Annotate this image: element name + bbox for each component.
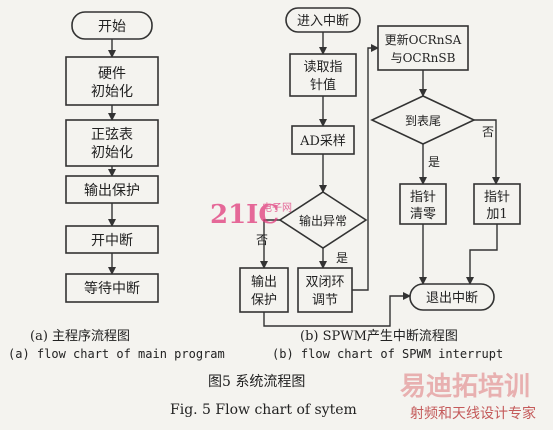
arrow-protect-exit [263, 292, 411, 327]
arrow [466, 224, 498, 285]
node-clear-line1: 指针 [410, 190, 436, 205]
main-program-flow: 开始 硬件 初始化 正弦表 初始化 输出保护 开中断 等待中断 [65, 11, 159, 303]
node-clear-line2: 清零 [410, 207, 436, 222]
node-exit-interrupt [409, 283, 495, 311]
node-hardware-init-line2: 初始化 [91, 83, 133, 100]
watermark-edt-text: 易迪拓培训 [400, 372, 530, 402]
node-sine-line2: 初始化 [91, 144, 133, 161]
label-yes: 是 [336, 251, 348, 265]
node-wait-interrupt-label: 等待中断 [84, 280, 140, 297]
watermark-21ic-text: 21IC [210, 200, 279, 230]
node-closed-loop-line2: 调节 [312, 293, 338, 308]
node-hardware-init-line1: 硬件 [98, 66, 126, 82]
node-start-label: 开始 [98, 19, 126, 35]
label-yes2: 是 [428, 155, 440, 169]
node-update-ocr [377, 25, 469, 71]
arrow-no [260, 219, 280, 269]
caption-b-cn: (b) SPWM产生中断流程图 [300, 329, 458, 344]
node-hardware-init [65, 56, 159, 106]
node-protect-line2: 保护 [251, 293, 277, 308]
node-ad-sampling-label: AD采样 [299, 134, 346, 149]
caption-a-en: (a) flow chart of main program [8, 347, 225, 361]
spwm-interrupt-flow: 进入中断 读取指 针值 AD采样 输出异常 否 是 输出 保护 双闭环 调节 更… [239, 7, 521, 327]
decision-table-end-label: 到表尾 [405, 114, 441, 128]
node-inc-line2: 加1 [486, 207, 507, 222]
node-clear-pointer [399, 183, 447, 225]
node-update-line1: 更新OCRnSA [385, 32, 462, 47]
node-enter-interrupt-label: 进入中断 [297, 14, 349, 29]
node-closed-loop [297, 267, 353, 313]
decision-output-abnormal-label: 输出异常 [299, 213, 347, 228]
node-update-line2: 与OCRnSB [391, 51, 456, 65]
label-no: 否 [256, 233, 268, 247]
node-wait-interrupt [65, 273, 159, 303]
arrow-loop [352, 44, 379, 291]
figure-title-cn: 图5 系统流程图 [208, 374, 305, 390]
node-output-protect-label: 输出保护 [84, 183, 140, 199]
node-protect-line1: 输出 [251, 274, 277, 290]
watermark-21ic: 21IC 电子网 [210, 200, 292, 230]
watermark-edt-sub: 射频和天线设计专家 [410, 405, 536, 422]
label-no2: 否 [482, 125, 494, 139]
arrow-no2 [474, 119, 500, 185]
node-exit-interrupt-label: 退出中断 [426, 291, 478, 306]
figure-title-en: Fig. 5 Flow chart of sytem [170, 402, 357, 418]
watermark-edt: 易迪拓培训 射频和天线设计专家 [400, 372, 536, 422]
node-read-pointer-line1: 读取指 [303, 60, 342, 75]
node-read-pointer-line2: 针值 [310, 77, 336, 93]
node-closed-loop-line1: 双闭环 [305, 275, 344, 290]
node-inc-line1: 指针 [484, 190, 510, 205]
node-output-protect [65, 175, 159, 204]
node-sine-line1: 正弦表 [91, 127, 133, 143]
caption-b-en: (b) flow chart of SPWM interrupt [272, 347, 503, 361]
caption-a-cn: (a) 主程序流程图 [30, 329, 130, 344]
watermark-21ic-sub: 电子网 [262, 201, 292, 214]
node-enable-interrupt-label: 开中断 [91, 233, 133, 249]
node-protect [239, 267, 289, 313]
node-ad-sampling [291, 125, 355, 155]
